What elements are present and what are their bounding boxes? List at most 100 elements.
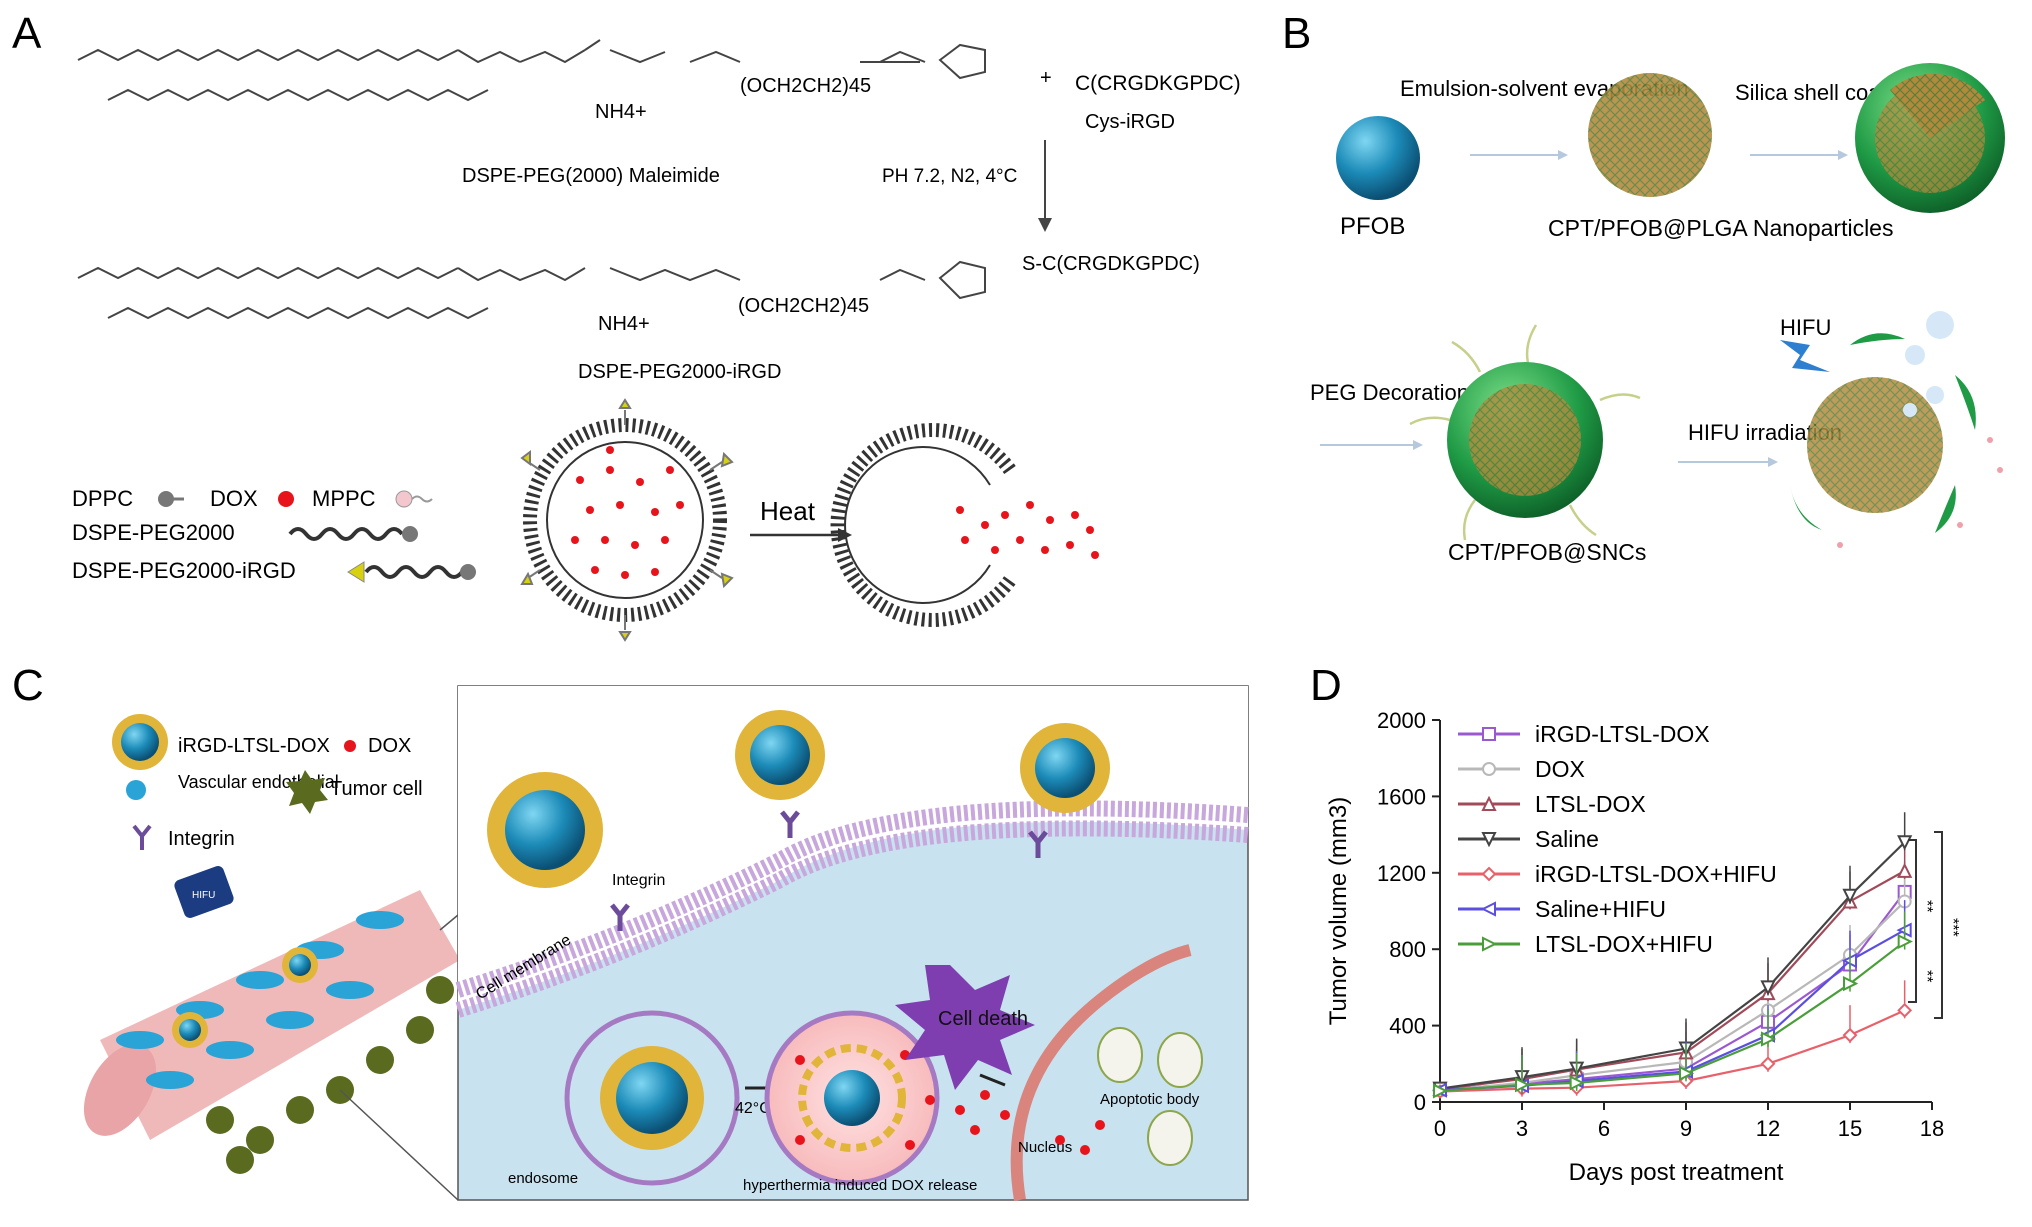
data-point — [1569, 1075, 1585, 1091]
legend-marker-0 — [1482, 727, 1496, 741]
panel-a-letter: A — [12, 9, 42, 58]
nh4-bottom: NH4+ — [598, 313, 650, 335]
np-label: CPT/PFOB@PLGA Nanoparticles — [1548, 215, 1893, 241]
legend-marker-5 — [1480, 901, 1496, 917]
apoptotic-label: Apoptotic body — [1100, 1091, 1200, 1108]
legend-integrin-label: Integrin — [168, 828, 235, 850]
legend-tumor-label: Tumor cell — [330, 778, 423, 800]
panel-c-letter: C — [12, 661, 44, 710]
legend-dox-icon — [344, 740, 356, 752]
hifu-device: HIFU — [174, 866, 234, 918]
heat-label: Heat — [760, 496, 816, 526]
data-point — [1843, 975, 1859, 992]
legend-peg-irgd-label: DSPE-PEG2000-iRGD — [72, 558, 296, 583]
vascular-icon — [126, 780, 146, 800]
mppc-icon — [395, 490, 413, 508]
liposome-dox-dots — [571, 446, 684, 579]
data-point — [1679, 1065, 1695, 1081]
legend-label-6: LTSL-DOX+HIFU — [1535, 931, 1713, 957]
peg-irgd-chain-icon — [364, 565, 464, 579]
x-tick-label: 18 — [1920, 1116, 1944, 1141]
data-point — [1761, 1031, 1777, 1047]
legend-dppc-label: DPPC — [72, 486, 133, 511]
series-line-0 — [1439, 891, 1906, 1091]
peg-bottom: (OCH2CH2)45 — [738, 295, 869, 317]
ruptured-liposome — [830, 423, 1099, 627]
release-label: hyperthermia induced DOX release — [743, 1177, 977, 1194]
data-point — [1760, 1056, 1776, 1072]
cell-death-label: Cell death — [938, 1008, 1028, 1030]
legend-marker-2 — [1481, 795, 1497, 811]
x-tick-label: 3 — [1516, 1116, 1528, 1141]
peg-chain-icon — [288, 527, 404, 541]
dppc-icon — [158, 491, 174, 507]
legend-liposome-label: iRGD-LTSL-DOX — [178, 735, 330, 757]
data-point — [1842, 1027, 1858, 1043]
legend-peg-label: DSPE-PEG2000 — [72, 520, 235, 545]
reaction-arrow-head — [1038, 218, 1052, 232]
irgd-molecule-label: DSPE-PEG2000-iRGD — [578, 361, 781, 383]
sig-3: ** — [1918, 970, 1935, 982]
legend-label-4: iRGD-LTSL-DOX+HIFU — [1535, 861, 1777, 887]
plus-sign: + — [1040, 67, 1052, 89]
reagent-label: C(CRGDKGPDC) — [1075, 72, 1241, 95]
significance-brackets — [1908, 831, 1943, 1019]
y-tick-label: 0 — [1414, 1090, 1426, 1115]
legend-mppc-label: MPPC — [312, 486, 376, 511]
panel-b-letter: B — [1282, 9, 1311, 58]
series-line-2 — [1439, 869, 1906, 1091]
data-point — [1842, 888, 1858, 904]
data-point — [1433, 1083, 1449, 1099]
data-point — [1760, 980, 1776, 996]
snc-particle — [1409, 324, 1641, 541]
snc-label: CPT/PFOB@SNCs — [1448, 539, 1646, 565]
nucleus-membrane — [1010, 944, 1192, 1201]
cell-inset: Cell membrane Integrin 42°C — [455, 685, 1249, 1201]
panel-c: C iRGD-LTSL-DOX DOX Vascular endothelial… — [12, 661, 1249, 1201]
legend-label-5: Saline+HIFU — [1535, 896, 1666, 922]
dox-icon — [278, 491, 294, 507]
legend-marker-6 — [1482, 936, 1498, 952]
hifu-device-label: HIFU — [192, 890, 215, 901]
y-tick-label: 2000 — [1377, 708, 1426, 733]
maleimide-molecule — [77, 39, 986, 102]
integrin-label-inset: Integrin — [612, 872, 665, 889]
data-point — [1897, 933, 1913, 950]
x-tick-label: 9 — [1680, 1116, 1692, 1141]
nucleus-label: Nucleus — [1018, 1139, 1072, 1156]
series-line-1 — [1439, 900, 1906, 1092]
legend-marker-4 — [1481, 866, 1497, 882]
intact-liposome — [520, 398, 734, 642]
endosome-label: endosome — [508, 1170, 578, 1187]
cell-death-star — [895, 965, 1035, 1090]
peg-top: (OCH2CH2)45 — [740, 75, 871, 97]
legend-marker-3 — [1481, 832, 1497, 848]
irgd-triangle-icon — [347, 561, 365, 583]
maleimide-label: DSPE-PEG(2000) Maleimide — [462, 165, 720, 187]
x-tick-label: 6 — [1598, 1116, 1610, 1141]
reagent-sub-label: Cys-iRGD — [1085, 111, 1175, 133]
tumor-cell-icon — [286, 770, 328, 814]
silica-shell-particle — [1855, 63, 2005, 213]
panel-b: B PFOB Emulsion-solvent evaporation CPT/… — [1282, 9, 2005, 565]
legend-label-0: iRGD-LTSL-DOX — [1535, 721, 1710, 747]
data-point — [1897, 1002, 1913, 1018]
pfob-label: PFOB — [1340, 213, 1405, 240]
panel-a-legend: DPPC DOX MPPC DSPE-PEG2000 DSPE-PEG2000-… — [72, 486, 476, 583]
x-tick-label: 12 — [1756, 1116, 1780, 1141]
x-tick-label: 15 — [1838, 1116, 1862, 1141]
temp-label: 42°C — [735, 1100, 771, 1117]
y-tick-label: 800 — [1389, 937, 1426, 962]
y-tick-label: 1600 — [1377, 784, 1426, 809]
panel-a: A (OCH2CH2)45 NH4+ + C(CRGDKGPDC) Cys-iR… — [12, 9, 1241, 642]
legend-label-2: LTSL-DOX — [1535, 791, 1646, 817]
ruptured-snc — [1790, 311, 2003, 548]
data-point — [1897, 862, 1913, 878]
integrin-icon — [132, 824, 152, 850]
product-tail: S-C(CRGDKGPDC) — [1022, 253, 1200, 275]
legend-marker-1 — [1482, 762, 1496, 776]
irgd-molecule — [77, 260, 986, 320]
nh4-top: NH4+ — [595, 101, 647, 123]
